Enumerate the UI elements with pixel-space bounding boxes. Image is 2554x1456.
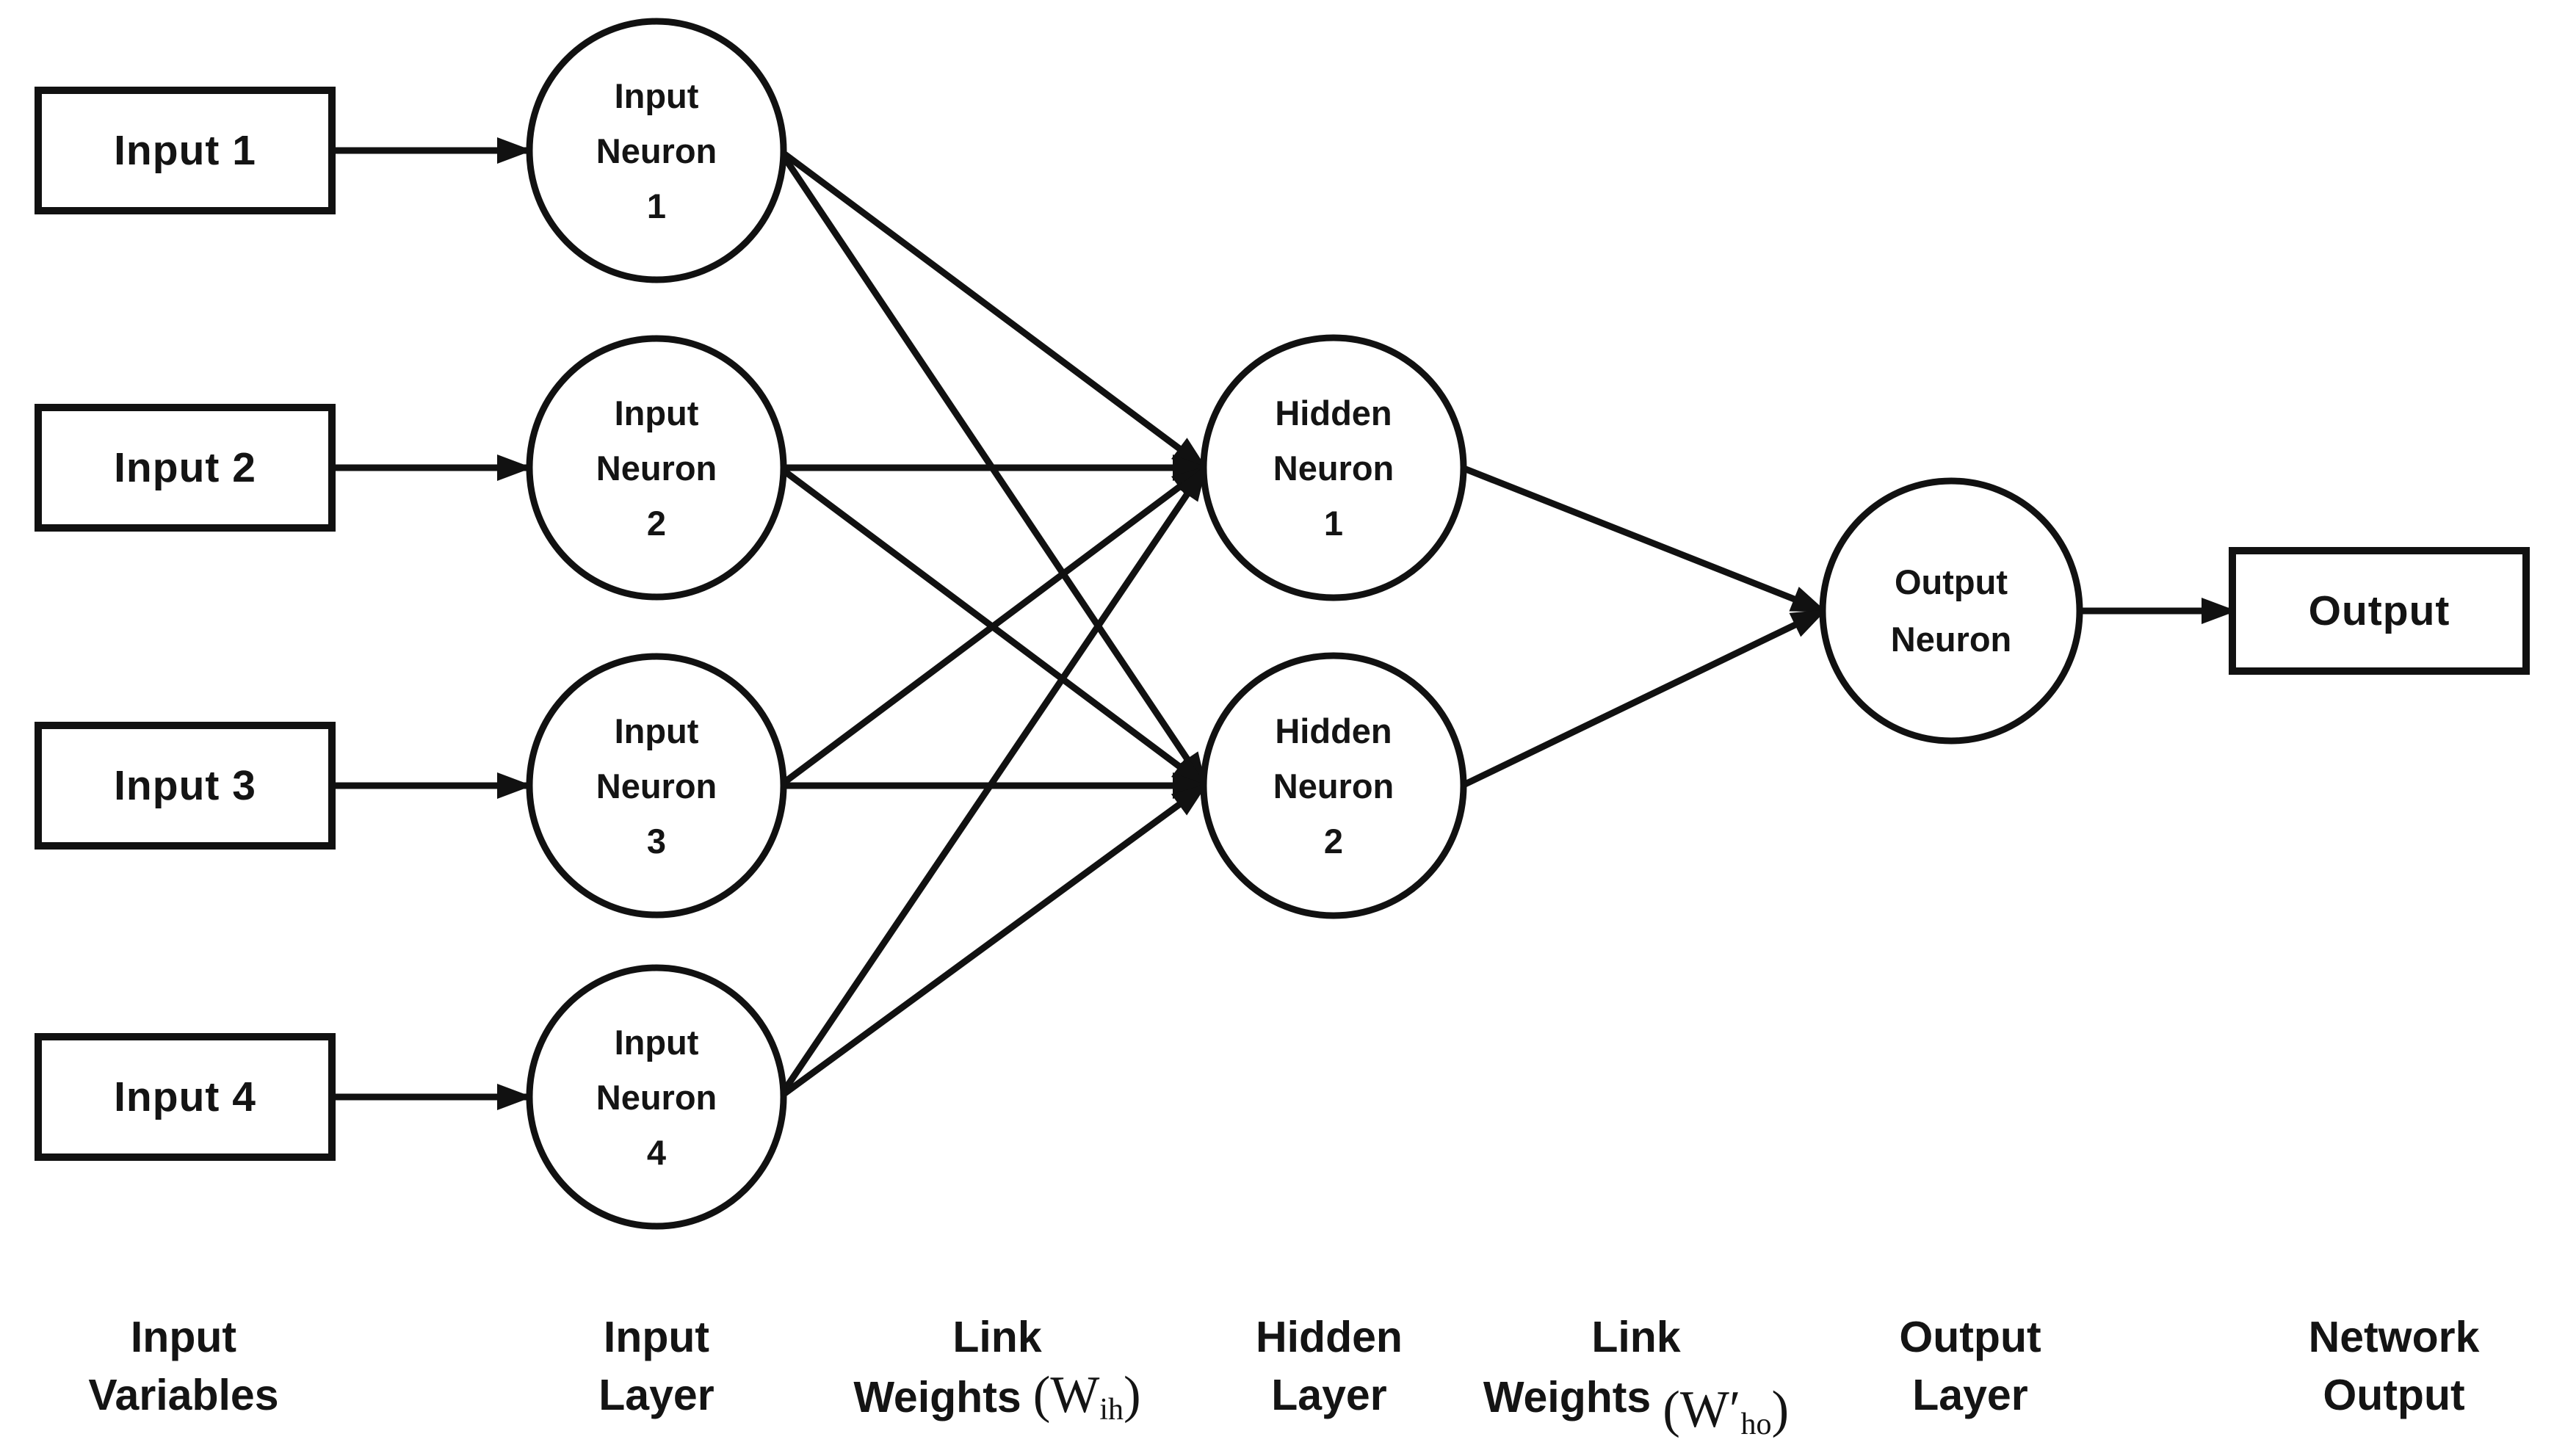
- input-1-box-rect: [35, 87, 336, 214]
- hidden-to-output-arrows: [1461, 464, 1827, 789]
- arrow-hn2-output: [1461, 607, 1827, 789]
- footer-line: Layer: [1912, 1371, 2028, 1419]
- math-close: ): [1124, 1366, 1141, 1424]
- input-4-box: Input 4: [38, 1037, 332, 1157]
- hidden-neuron-2: Hidden Neuron 2: [1207, 701, 1461, 870]
- input-1-label: Input 1: [114, 127, 256, 174]
- neuron-text-line: Hidden: [1275, 393, 1392, 432]
- footer-label-output-layer: Output Layer: [1765, 1308, 2176, 1424]
- hidden-neuron-1: Hidden Neuron 1: [1207, 383, 1461, 552]
- math-subscript: ho: [1740, 1408, 1772, 1441]
- output-neuron-circle: [1819, 477, 2083, 745]
- footer-line: Weights (W′ho): [1483, 1366, 1789, 1441]
- input-neuron-4: Input Neuron 4: [529, 1013, 784, 1181]
- footer-label-input-layer: Input Layer: [451, 1308, 862, 1424]
- footer-line: Network: [2308, 1313, 2480, 1361]
- arrow-in4-hn2: [778, 783, 1208, 1100]
- footer-line: Link: [952, 1313, 1042, 1361]
- weights-math-wih: (Wih): [1033, 1366, 1141, 1439]
- footer-line: Input: [130, 1313, 237, 1361]
- neuron-text-line: Input: [614, 1022, 699, 1062]
- hidden-neuron-1-circle: [1200, 334, 1467, 601]
- footer-line: Weights (Wih): [853, 1366, 1140, 1439]
- math-close: ): [1771, 1381, 1790, 1438]
- neuron-text-line: Hidden: [1275, 711, 1392, 750]
- neuron-circles: [526, 18, 2083, 1230]
- neuron-text-line: Neuron: [596, 131, 717, 170]
- neuron-text-line: Neuron: [1273, 448, 1394, 488]
- footer-line: Link: [1591, 1313, 1681, 1361]
- input-2-box: Input 2: [38, 408, 332, 528]
- footer-line: Output: [2323, 1371, 2465, 1419]
- footer-line: Input: [603, 1313, 710, 1361]
- input-neuron-1: Input Neuron 1: [529, 66, 784, 235]
- neuron-text-line: Neuron: [596, 766, 717, 805]
- input-3-box: Input 3: [38, 725, 332, 846]
- weights-math-who: (W′ho): [1663, 1381, 1789, 1454]
- arrow-in3-hn1: [778, 465, 1208, 789]
- neuron-text-line: 1: [646, 186, 667, 225]
- input-3-label: Input 3: [114, 762, 256, 809]
- footer-line: Hidden: [1256, 1313, 1403, 1361]
- neuron-text-line: 2: [1323, 821, 1344, 861]
- footer-label-network-output: Network Output: [2188, 1308, 2554, 1424]
- arrow-in4-hn1: [777, 465, 1208, 1099]
- input-neuron-3: Input Neuron 3: [529, 701, 784, 870]
- footer-label-input-variables: Input Variables: [0, 1308, 389, 1424]
- output-neuron: Output Neuron: [1824, 537, 2078, 684]
- input-boxes: [35, 87, 336, 1161]
- footer-line: Layer: [1271, 1371, 1387, 1419]
- footer-line: Variables: [88, 1371, 279, 1419]
- arrow-in1-hn1: [778, 148, 1208, 471]
- math-open: (W′: [1663, 1381, 1741, 1438]
- footer-line: Output: [1899, 1313, 2041, 1361]
- neuron-text-line: Input: [614, 711, 699, 750]
- footer-label-link-weights-ih: Link Weights (Wih): [770, 1308, 1225, 1439]
- input-4-label: Input 4: [114, 1073, 256, 1120]
- output-box-label: Output: [2308, 587, 2450, 634]
- neuron-text-line: 2: [646, 503, 667, 543]
- input-neuron-4-circle: [526, 964, 787, 1230]
- input-neuron-3-circle: [526, 653, 787, 919]
- input-2-label: Input 2: [114, 444, 256, 491]
- neuron-text-line: Neuron: [1273, 766, 1394, 805]
- hidden-neuron-2-circle: [1200, 652, 1467, 919]
- neuron-text-line: Neuron: [596, 448, 717, 488]
- arrow-hn1-output: [1461, 464, 1827, 615]
- footer-line: Layer: [598, 1371, 715, 1419]
- neuron-text-line: Neuron: [596, 1077, 717, 1117]
- neuron-text-line: 1: [1323, 503, 1344, 543]
- input-to-hidden-arrows: [777, 148, 1208, 1100]
- input-box-arrows: [332, 137, 532, 1110]
- input-4-box-rect: [35, 1033, 336, 1161]
- input-neuron-1-circle: [526, 18, 787, 283]
- weights-word: Weights: [1483, 1373, 1652, 1421]
- neuron-text-line: Neuron: [1890, 620, 2012, 659]
- neuron-text-line: Input: [614, 76, 699, 115]
- math-subscript: ih: [1099, 1393, 1124, 1427]
- input-neuron-2: Input Neuron 2: [529, 383, 784, 552]
- neuron-text-line: Input: [614, 393, 699, 432]
- output-box-rect: [2229, 547, 2530, 675]
- neuron-text-line: 3: [646, 821, 667, 861]
- neuron-text-line: Output: [1895, 562, 2008, 601]
- math-open: (W: [1032, 1366, 1100, 1424]
- input-3-box-rect: [35, 722, 336, 850]
- footer-label-link-weights-ho: Link Weights (W′ho): [1408, 1308, 1864, 1441]
- weights-word: Weights: [853, 1373, 1021, 1421]
- input-1-box: Input 1: [38, 90, 332, 211]
- output-box: Output: [2232, 551, 2526, 671]
- neuron-text-line: 4: [646, 1132, 667, 1172]
- input-2-box-rect: [35, 404, 336, 532]
- input-neuron-2-circle: [526, 335, 787, 601]
- footer-label-hidden-layer: Hidden Layer: [1124, 1308, 1535, 1424]
